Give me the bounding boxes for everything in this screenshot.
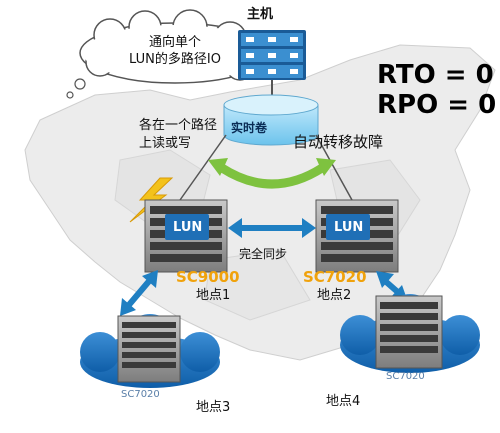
rto-metric: RTO = 0: [377, 60, 494, 90]
storage-array-2-icon: [315, 199, 399, 273]
site-3-label: 地点3: [196, 400, 231, 415]
live-volume-icon: [223, 94, 319, 146]
remote-site-4-cloud: [340, 294, 480, 373]
site-4-model: SC7020: [386, 371, 425, 382]
site-1-label: 地点1: [196, 288, 231, 303]
io-note-cloud: [66, 9, 271, 99]
path-line-left: [179, 134, 227, 201]
path-line-right: [315, 134, 353, 201]
array-1-model: SC9000: [176, 268, 240, 286]
live-volume-label: 实时卷: [231, 121, 268, 135]
site-4-label: 地点4: [326, 394, 361, 409]
sync-label: 完全同步: [239, 247, 288, 261]
site-3-model: SC7020: [121, 389, 160, 400]
host-server-icon: [238, 30, 306, 96]
rpo-metric: RPO = 0: [377, 90, 497, 120]
io-note-line1: 通向单个: [148, 35, 201, 50]
link-arrow-site3: [120, 270, 158, 316]
storage-array-1-icon: [144, 199, 228, 273]
io-note-text: 通向单个 LUN的多路径IO: [100, 34, 250, 68]
site-2-label: 地点2: [317, 288, 352, 303]
host-title: 主机: [247, 7, 274, 22]
lun-label-1: LUN: [173, 220, 203, 235]
array-2-model: SC7020: [303, 268, 367, 286]
lun-label-2: LUN: [334, 220, 364, 235]
read-write-note: 各在一个路径上读或写: [139, 118, 218, 151]
sync-arrow: [228, 218, 316, 238]
io-note-line2: LUN的多路径IO: [129, 52, 221, 67]
remote-site-3-cloud: [80, 314, 220, 388]
failover-arrows: [208, 158, 336, 189]
failover-label: 自动转移故障: [293, 133, 384, 151]
